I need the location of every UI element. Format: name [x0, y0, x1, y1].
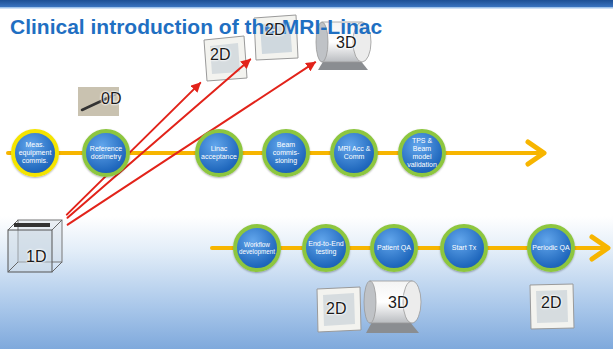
dimension-label: 2D: [265, 21, 285, 39]
header-band: [0, 0, 613, 7]
film-image: [317, 287, 361, 332]
film-sheet: [317, 287, 361, 332]
phantom-end: [364, 281, 376, 323]
phantom-image: 3D: [364, 274, 424, 334]
stage-circle: Workflow development: [233, 224, 281, 272]
stage-label: Reference dosimetry: [87, 145, 125, 161]
phantom-image: 2D: [527, 281, 577, 331]
stage-label: Workflow development: [238, 241, 276, 255]
red-arrow: [67, 83, 201, 215]
stage-label: Linac acceptance: [200, 145, 238, 161]
tank-edge: [8, 262, 18, 272]
tank-edge: [52, 220, 62, 230]
stage-label: Beam commis- sioning: [267, 141, 305, 164]
stage-label: Patient QA: [375, 244, 413, 252]
red-arrow: [68, 59, 251, 217]
stage-label: Start Tx: [445, 244, 483, 252]
phantom-image: 1D: [4, 216, 66, 276]
film-area: [323, 293, 355, 326]
dimension-label: 2D: [541, 294, 561, 312]
dimension-label: 3D: [388, 294, 408, 312]
cylinder-phantom-image: [364, 281, 421, 333]
stage-label: MRI Acc & Comm: [335, 145, 373, 161]
stage-circle: Linac acceptance: [195, 129, 243, 177]
film-sheet: [530, 284, 574, 329]
dimension-label: 2D: [326, 300, 346, 318]
stage-circle: MRI Acc & Comm: [330, 129, 378, 177]
stage-label: Meas. equipment commis.: [16, 141, 54, 164]
phantom-image: 3D: [316, 15, 373, 71]
water-phantom-image: [8, 220, 62, 272]
stage-circle: Meas. equipment commis.: [11, 129, 59, 177]
phantom-image: 2D: [314, 284, 364, 334]
stage-label: End-to-End testing: [307, 240, 345, 256]
timeline-head: [592, 237, 608, 259]
dimension-label: 2D: [210, 46, 230, 64]
stage-circle: Patient QA: [370, 224, 418, 272]
phantom-image: 2D: [201, 34, 249, 83]
film-area: [210, 43, 240, 74]
header-rule: [0, 7, 613, 9]
tank-front: [8, 230, 52, 272]
phantom-stand: [366, 322, 419, 333]
stage-circle: Reference dosimetry: [82, 129, 130, 177]
slide-title: Clinical introduction of the MRI-Linac: [10, 15, 382, 39]
film-sheet: [204, 36, 247, 81]
tank-rail: [14, 223, 50, 227]
timeline-head: [528, 142, 544, 164]
film-image: [204, 36, 247, 81]
stage-circle: End-to-End testing: [302, 224, 350, 272]
stage-circle: Start Tx: [440, 224, 488, 272]
stage-circle: Periodic QA: [527, 224, 575, 272]
stage-circle: TPS & Beam model validation: [398, 129, 446, 177]
header-bar: [0, 0, 613, 9]
film-image: [530, 284, 574, 329]
tank-edge: [52, 262, 62, 272]
dimension-label: 3D: [336, 34, 356, 52]
stage-label: Periodic QA: [532, 244, 570, 252]
stage-label: TPS & Beam model validation: [403, 137, 441, 168]
film-area: [536, 290, 568, 323]
dimension-label: 0D: [101, 90, 121, 108]
stage-circle: Beam commis- sioning: [262, 129, 310, 177]
phantom-image: 0D: [78, 87, 124, 116]
dimension-label: 1D: [26, 248, 46, 266]
red-arrow: [68, 62, 316, 224]
phantom-image: 2D: [251, 13, 300, 62]
